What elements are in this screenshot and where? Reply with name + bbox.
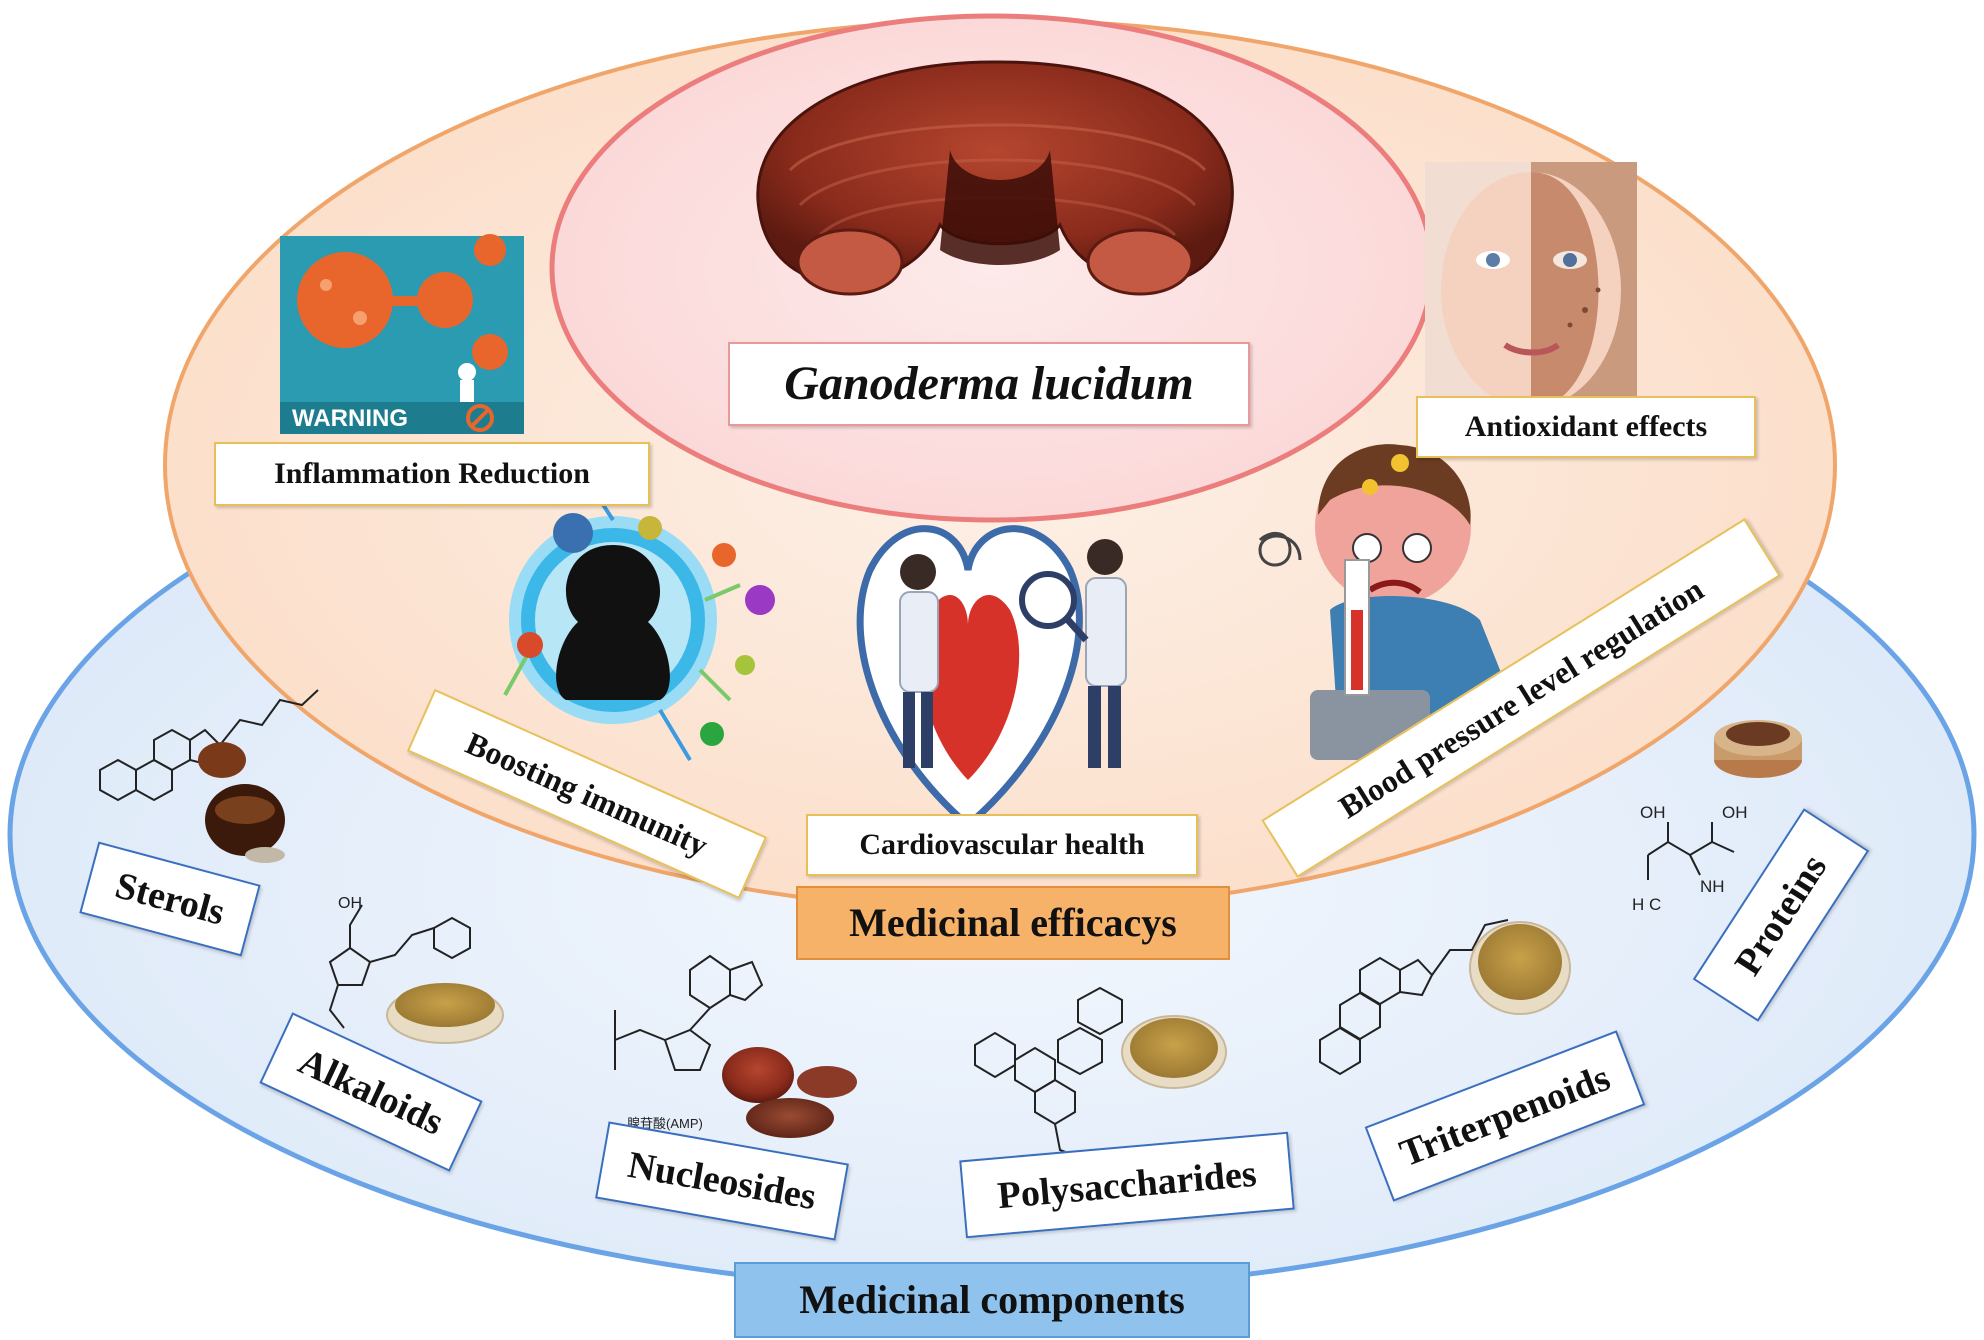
alkaloid-oh-label: OH: [338, 895, 362, 912]
efficacy-label-cardiovascular: Cardiovascular health: [806, 814, 1198, 876]
proteins-structure: [1647, 822, 1735, 880]
section-text-efficacies: Medicinal efficacys: [849, 900, 1177, 945]
triterpenoids-powder-image: [1469, 921, 1571, 1015]
alkaloids-structure: [328, 904, 471, 1029]
sterols-structure: [99, 689, 319, 802]
triterpenoids-structure: [1319, 919, 1509, 1076]
efficacy-text-antioxidant: Antioxidant effects: [1464, 410, 1708, 443]
ganoderma-title-label: Ganoderma lucidum: [728, 342, 1250, 426]
section-label-components: Medicinal components: [734, 1262, 1250, 1338]
component-text-polysaccharides: Polysaccharides: [995, 1152, 1259, 1218]
efficacy-label-antioxidant: Antioxidant effects: [1416, 396, 1756, 458]
protein-h3c-label: H C: [1632, 895, 1661, 914]
virus-warning-image: [280, 234, 524, 434]
antioxidant-face-image: [1425, 162, 1637, 424]
efficacy-text-cardiovascular: Cardiovascular health: [859, 828, 1145, 861]
nucleosides-structure: [614, 954, 764, 1071]
proteins-slice-image: [1714, 720, 1802, 778]
efficacy-label-inflammation: Inflammation Reduction: [214, 442, 650, 506]
alkaloids-powder-image: [386, 983, 504, 1044]
oil-capsule-image: [198, 742, 285, 863]
immunity-illustration: [503, 498, 775, 762]
protein-nh2-label: NH: [1700, 877, 1725, 896]
warning-text: WARNING: [292, 405, 408, 432]
section-label-efficacies: Medicinal efficacys: [796, 886, 1230, 960]
polysaccharides-powder-image: [1121, 1015, 1227, 1089]
component-text-nucleosides: Nucleosides: [624, 1143, 820, 1219]
cardiovascular-illustration: [856, 525, 1127, 830]
component-text-sterols: Sterols: [110, 864, 230, 934]
polysaccharides-structure: [974, 986, 1123, 1159]
nucleosides-mushroom-image: [722, 1047, 857, 1138]
protein-oh-label-2: OH: [1722, 803, 1748, 822]
protein-oh-label-1: OH: [1640, 803, 1666, 822]
section-text-components: Medicinal components: [799, 1277, 1185, 1322]
efficacy-text-inflammation: Inflammation Reduction: [274, 457, 590, 490]
ganoderma-title: Ganoderma lucidum: [784, 357, 1194, 410]
ganoderma-mushroom-illustration: [756, 60, 1234, 296]
